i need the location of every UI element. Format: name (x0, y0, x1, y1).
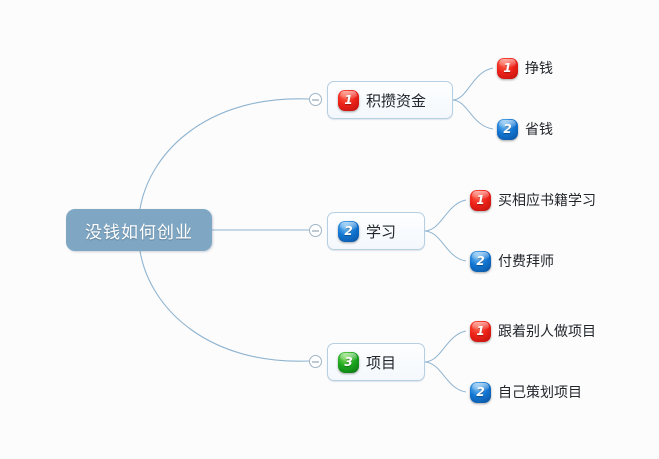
number-badge-icon: 2 (497, 118, 518, 140)
leaf-node-label: 省钱 (525, 122, 553, 138)
leaf-node-label: 自己策划项目 (498, 385, 582, 401)
number-badge-icon: 1 (470, 189, 491, 211)
number-badge-icon: 2 (470, 250, 491, 272)
badge-number: 2 (344, 224, 353, 238)
leaf-node-label: 买相应书籍学习 (498, 193, 596, 209)
branch-node-label: 项目 (366, 353, 397, 372)
badge-number: 1 (476, 324, 485, 338)
badge-number: 1 (503, 61, 512, 75)
connector-root-branch-1 (139, 98, 310, 210)
leaf-node-label: 付费拜师 (498, 254, 554, 270)
connector-branch-2-leaf-2 (424, 230, 467, 262)
root-node-label: 没钱如何创业 (85, 222, 193, 243)
number-badge-icon: 3 (338, 351, 359, 373)
badge-number: 2 (476, 254, 485, 268)
badge-number: 2 (503, 122, 512, 136)
collapse-minus-icon[interactable] (309, 224, 322, 237)
connector-branch-1-leaf-2 (452, 99, 494, 130)
number-badge-icon: 1 (470, 320, 491, 342)
branch-node[interactable]: 3 项目 (327, 343, 425, 381)
leaf-node-label: 挣钱 (525, 61, 553, 77)
connector-branch-3-leaf-2 (424, 361, 467, 393)
leaf-node-label: 跟着别人做项目 (498, 324, 596, 340)
collapse-minus-icon[interactable] (309, 93, 322, 106)
leaf-node[interactable]: 1 跟着别人做项目 (470, 318, 596, 344)
branch-node-label: 积攒资金 (366, 91, 427, 110)
leaf-node[interactable]: 2 省钱 (497, 116, 553, 142)
leaf-node[interactable]: 1 挣钱 (497, 55, 553, 81)
badge-number: 3 (344, 355, 353, 369)
leaf-node[interactable]: 1 买相应书籍学习 (470, 187, 596, 213)
badge-number: 1 (344, 93, 353, 107)
number-badge-icon: 2 (338, 220, 359, 242)
number-badge-icon: 1 (497, 57, 518, 79)
connector-branch-1-leaf-1 (452, 67, 494, 101)
leaf-node[interactable]: 2 付费拜师 (470, 248, 554, 274)
leaf-node[interactable]: 2 自己策划项目 (470, 379, 582, 405)
badge-number: 2 (476, 385, 485, 399)
badge-number: 1 (476, 193, 485, 207)
root-node[interactable]: 没钱如何创业 (66, 209, 212, 251)
connector-root-branch-3 (139, 250, 310, 362)
collapse-minus-icon[interactable] (309, 355, 322, 368)
branch-node[interactable]: 1 积攒资金 (327, 81, 453, 119)
number-badge-icon: 2 (470, 381, 491, 403)
connector-branch-2-leaf-1 (424, 199, 467, 232)
branch-node[interactable]: 2 学习 (327, 212, 425, 250)
number-badge-icon: 1 (338, 89, 359, 111)
connector-branch-3-leaf-1 (424, 330, 467, 363)
branch-node-label: 学习 (366, 222, 397, 241)
